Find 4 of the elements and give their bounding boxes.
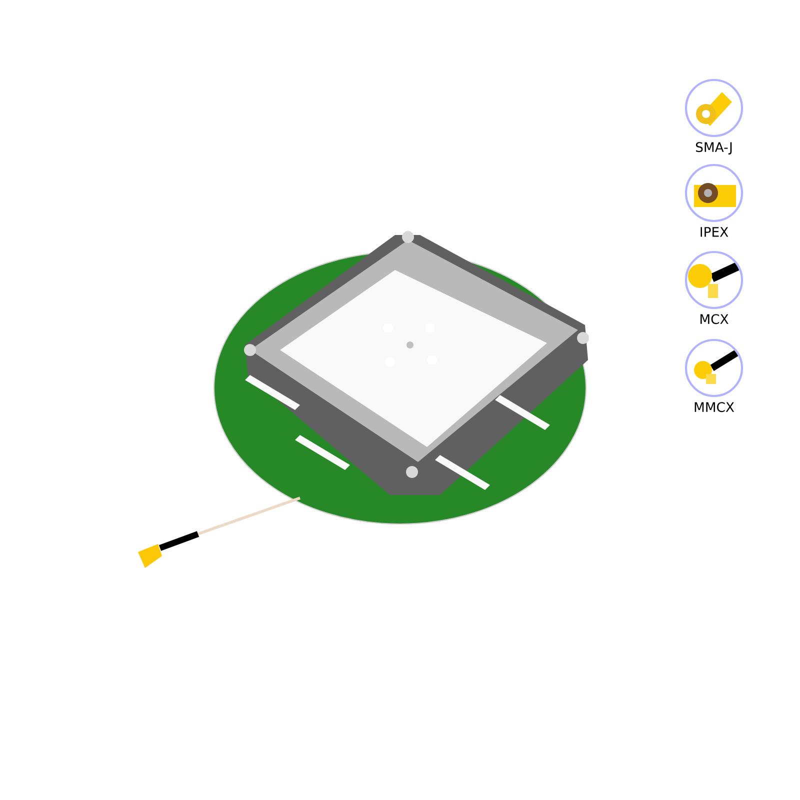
connector-label: IPEX	[700, 227, 728, 237]
connector-label: MMCX	[694, 402, 734, 412]
connector-label: SMA-J	[696, 142, 732, 155]
connector-label: MCX	[700, 314, 728, 324]
